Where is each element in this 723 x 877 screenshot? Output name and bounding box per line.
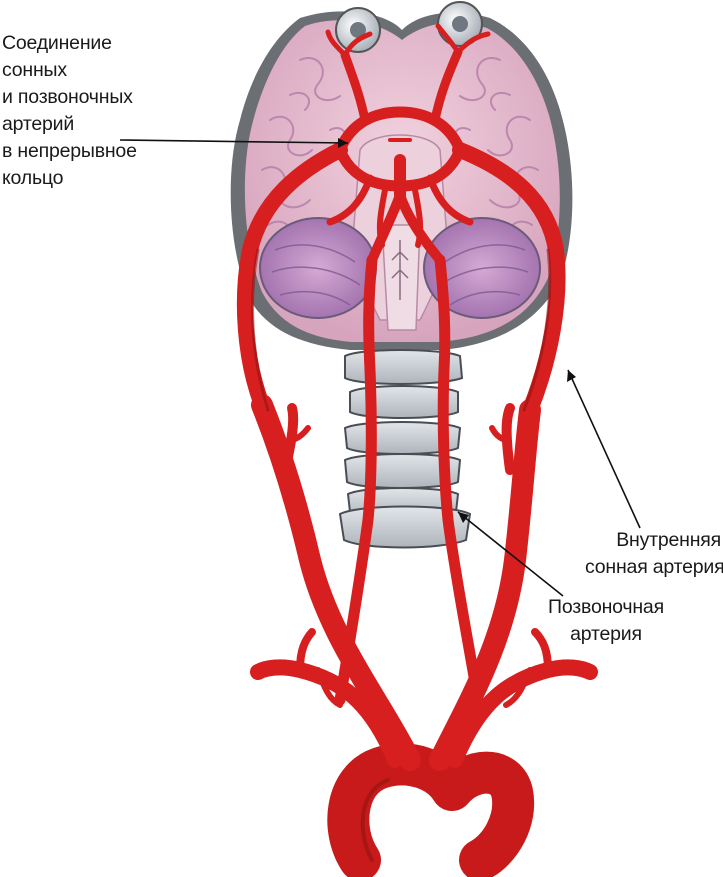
pointer-vertebral (457, 511, 564, 597)
left-subclavian (250, 659, 403, 768)
label-line: в непрерывное (2, 140, 137, 162)
arteries (236, 23, 598, 877)
label-line: сонных (2, 59, 67, 81)
aortic-arch (327, 743, 535, 877)
right-common-carotid (429, 399, 541, 771)
cervical-vertebrae (338, 349, 472, 549)
circle-of-willis (334, 106, 466, 192)
label-line: и позвоночных (2, 86, 133, 108)
right-subclavian (447, 659, 598, 768)
right-internal-carotid (452, 142, 566, 418)
pointer-carotid (567, 369, 641, 529)
pointer-circle (119, 139, 349, 144)
label-internal-carotid: Внутренняя сонная артерия (585, 527, 723, 581)
label-vertebral-artery: Позвоночная артерия (541, 594, 671, 648)
label-line: Позвоночная (548, 596, 664, 618)
pointer-lines (119, 138, 641, 597)
label-line: артерия (570, 623, 642, 645)
label-line: Внутренняя (616, 529, 721, 551)
label-line: кольцо (2, 167, 64, 189)
left-vertebral (334, 254, 378, 706)
label-line: артерий (2, 113, 75, 135)
label-line: Соединение (2, 32, 112, 54)
label-circle-of-willis: Соединение сонных и позвоночных артерий … (2, 30, 137, 192)
spinal-cord (381, 224, 421, 331)
label-line: сонная артерия (585, 556, 723, 578)
left-common-carotid (251, 394, 421, 771)
left-internal-carotid (236, 142, 348, 413)
right-vertebral (434, 254, 484, 706)
